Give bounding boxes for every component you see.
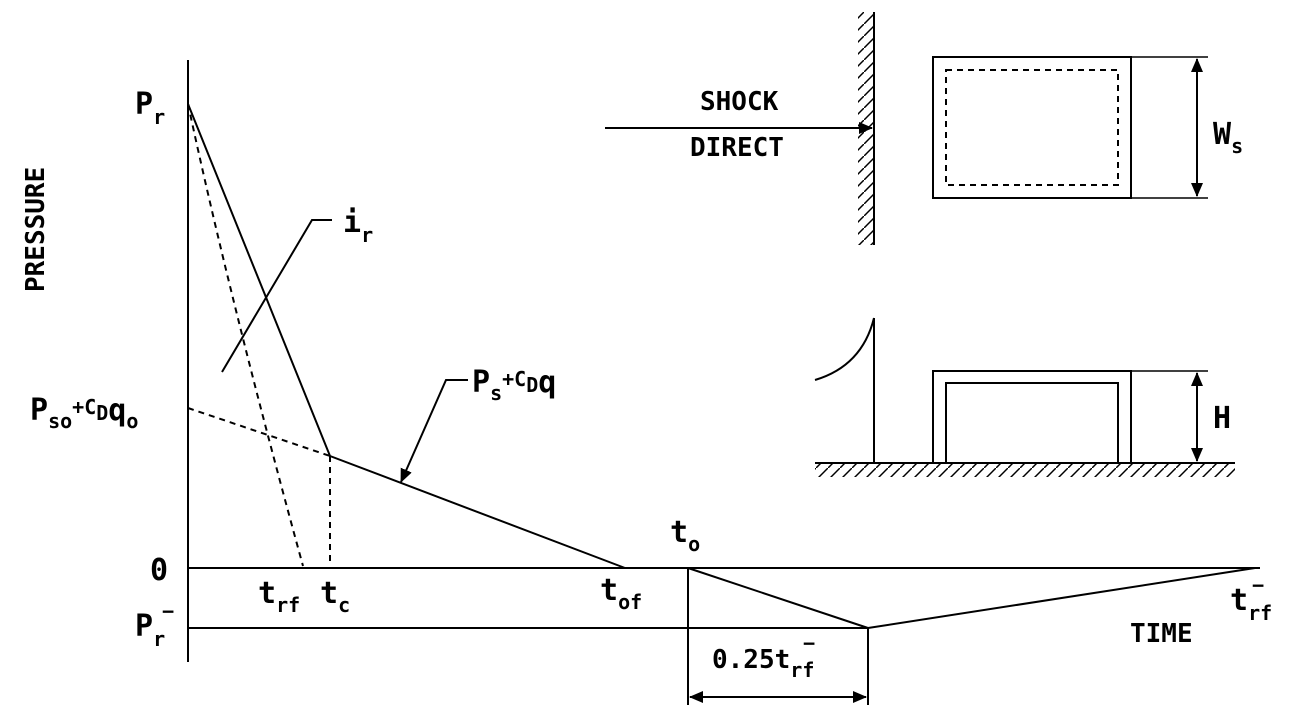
label-trf-negative-sup: − <box>1252 573 1264 597</box>
building-elevation-view <box>814 317 1235 477</box>
label-shock: SHOCK <box>700 87 779 117</box>
reflected-pressure-curve <box>187 103 626 569</box>
label-trf: trf <box>258 576 300 617</box>
label-zero: 0 <box>150 553 168 588</box>
pressure-curves <box>187 103 1256 629</box>
label-trf-negative: trf − <box>1230 573 1272 625</box>
elev-inner <box>945 382 1119 463</box>
negative-phase-down <box>687 567 869 629</box>
label-pr: Pr <box>135 87 165 129</box>
label-h: H <box>1213 401 1231 436</box>
ps-leader <box>400 379 468 483</box>
trf-dashed-curve <box>187 103 304 567</box>
building-plan-view <box>605 12 1208 245</box>
plan-inner <box>945 69 1119 186</box>
label-quarter-main: 0.25trf <box>712 645 814 682</box>
labels: PRESSURE TIME Pr ir Pso+CDqo Ps+CDq 0 tr… <box>21 87 1272 682</box>
label-tc: tc <box>320 576 350 617</box>
y-axis-label: PRESSURE <box>21 167 51 292</box>
plan-outer <box>932 56 1132 199</box>
ground-hatch <box>815 463 1235 477</box>
label-quarter-sup: − <box>803 631 815 655</box>
label-to: to <box>670 515 700 556</box>
label-pso: Pso+CDqo <box>30 393 138 433</box>
elev-outer <box>932 370 1132 463</box>
x-axis-label: TIME <box>1130 619 1193 649</box>
label-pr-negative: Pr − <box>135 599 174 651</box>
label-pr-negative-main: Pr <box>135 609 165 651</box>
label-direct: DIRECT <box>690 133 784 163</box>
label-tof: tof <box>600 573 642 614</box>
negative-phase-up <box>867 567 1256 629</box>
label-pr-negative-sup: − <box>162 599 174 623</box>
axes <box>187 60 1260 705</box>
label-quarter-trf: 0.25trf − <box>712 631 815 682</box>
pso-extension-dashed <box>187 407 331 457</box>
ir-leader <box>221 219 332 373</box>
label-ps: Ps+CDq <box>472 365 556 405</box>
label-ir: ir <box>343 205 373 247</box>
label-ws: Ws <box>1213 117 1243 158</box>
leaders <box>221 219 867 703</box>
shock-front-curve <box>814 317 875 381</box>
label-trf-negative-main: trf <box>1230 583 1272 625</box>
